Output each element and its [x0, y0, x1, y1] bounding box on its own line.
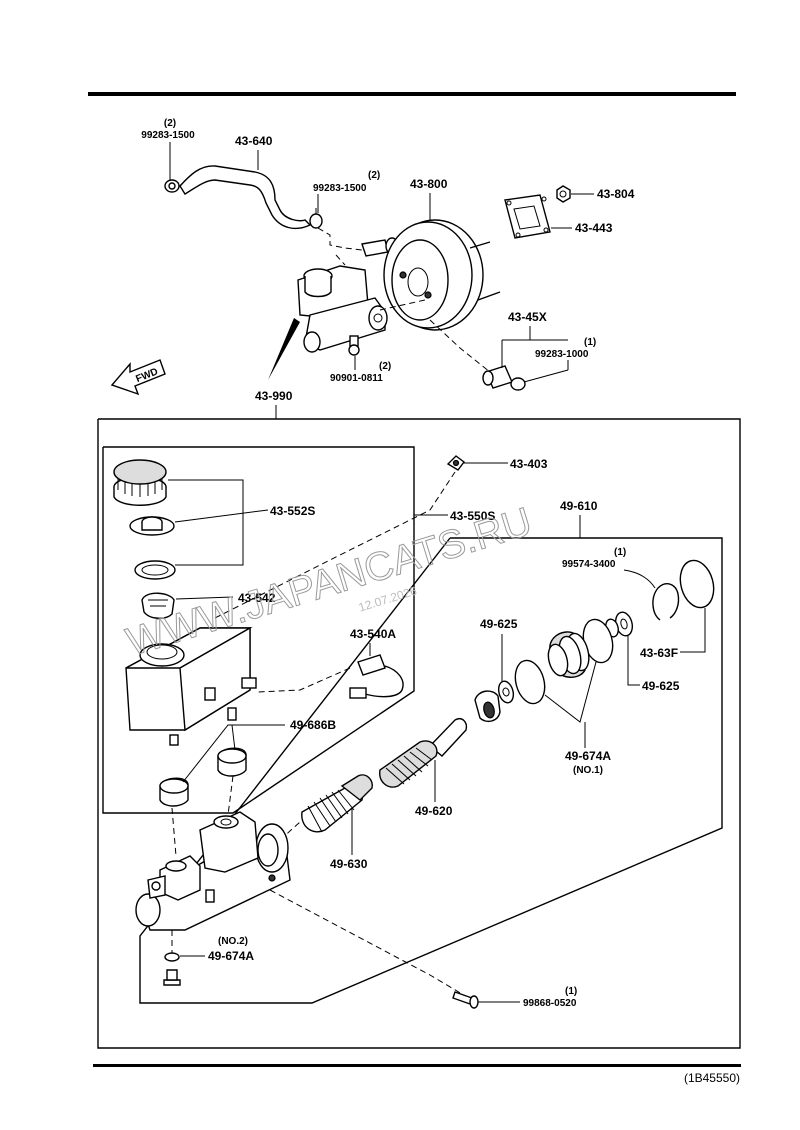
reservoir-cap: [113, 459, 167, 506]
label-43-403: 43-403: [510, 457, 548, 471]
label-49-620: 49-620: [415, 804, 453, 818]
assembly-pointer: [268, 318, 300, 380]
booster-nut: [556, 185, 571, 203]
label-90901-qty: (2): [379, 361, 391, 372]
cap-diaphragm: [129, 516, 175, 536]
label-49-610: 49-610: [560, 499, 598, 513]
label-99283-c: 99283-1000: [535, 349, 589, 360]
master-cylinder-top: [297, 265, 388, 356]
label-99574: 99574-3400: [562, 559, 616, 570]
reservoir-grommet-left: [159, 777, 189, 807]
label-43-540a: 43-540A: [350, 627, 396, 641]
label-99283-b-qty: (2): [368, 170, 380, 181]
label-99574-qty: (1): [614, 547, 626, 558]
fluid-level-sensor: [349, 654, 404, 699]
check-valve: [482, 365, 526, 391]
primary-piston-head: [474, 690, 501, 723]
label-43-990: 43-990: [255, 389, 293, 403]
label-99868: 99868-0520: [523, 998, 577, 1009]
master-cylinder-body: [135, 811, 291, 931]
bleeder-cap: [163, 969, 181, 986]
label-43-45x: 43-45X: [508, 310, 547, 324]
header-rule: [88, 92, 736, 96]
footer-rule: [93, 1064, 741, 1067]
label-43-550s: 43-550S: [450, 509, 495, 523]
label-49-625-a: 49-625: [480, 617, 518, 631]
piston-kit-frame: [139, 537, 723, 1004]
label-43-804: 43-804: [597, 187, 635, 201]
hose-clamp-left: [164, 179, 180, 193]
label-no1: (NO.1): [573, 765, 603, 776]
mounting-screw: [452, 991, 479, 1009]
reservoir-tank: [125, 626, 257, 746]
reservoir-strainer: [141, 592, 175, 619]
vacuum-hose: [179, 165, 312, 230]
label-99283-a-qty: (2): [164, 118, 176, 129]
snap-ring: [652, 583, 680, 621]
label-49-630: 49-630: [330, 857, 368, 871]
label-49-674a-1: 49-674A: [565, 749, 611, 763]
forward-arrow: FWD: [110, 359, 166, 396]
doc-code: (1B45550): [684, 1071, 740, 1085]
label-99283-c-qty: (1): [584, 337, 596, 348]
reservoir-kit-frame: [102, 446, 415, 814]
cap-seal-ring: [134, 560, 176, 580]
label-49-625-b: 49-625: [642, 679, 680, 693]
secondary-piston: [547, 618, 614, 678]
label-99868-qty: (1): [565, 986, 577, 997]
reservoir-cap-grommet: [446, 455, 465, 471]
kit-frame-outer: [97, 418, 741, 1049]
secondary-spring: [301, 774, 373, 833]
label-90901: 90901-0811: [330, 373, 383, 384]
piston-washer-left: [497, 680, 515, 704]
piston-cup-o-ring: [514, 659, 546, 705]
watermark: WWW.JAPANCATS.RU: [122, 500, 537, 665]
piston-washer-right: [605, 611, 634, 638]
seal-o-ring-large: [679, 559, 715, 609]
label-43-443: 43-443: [575, 221, 613, 235]
label-43-640: 43-640: [235, 134, 273, 148]
label-49-686b: 49-686B: [290, 718, 336, 732]
primary-piston: [379, 718, 468, 788]
label-43-542: 43-542: [238, 591, 276, 605]
hose-assembly: [164, 165, 399, 257]
check-valve-seal: [164, 952, 180, 962]
label-99283-b: 99283-1500: [313, 183, 367, 194]
booster-vacuum-fitting: [361, 239, 389, 257]
reservoir-grommet-right: [217, 747, 247, 777]
hose-clamp-right: [309, 208, 323, 229]
label-43-800: 43-800: [410, 177, 448, 191]
label-43-552s: 43-552S: [270, 504, 315, 518]
label-99283-a: 99283-1500: [141, 130, 195, 141]
label-43-63f: 43-63F: [640, 646, 678, 660]
brake-booster: [383, 219, 501, 331]
booster-gasket: [504, 194, 551, 239]
label-no2: (NO.2): [218, 936, 248, 947]
label-49-674a-2: 49-674A: [208, 949, 254, 963]
